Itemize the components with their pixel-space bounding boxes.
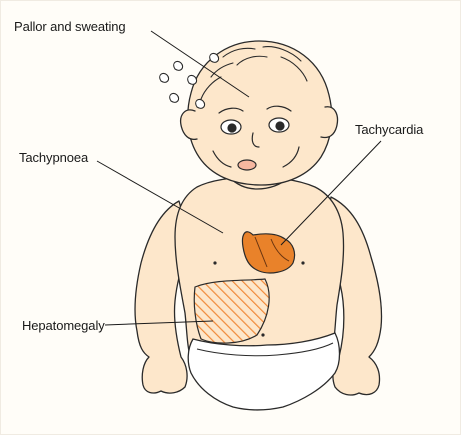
label-tachycardia: Tachycardia [355, 123, 423, 136]
label-tachypnoea: Tachypnoea [19, 151, 88, 164]
label-pallor-and-sweating: Pallor and sweating [14, 20, 126, 33]
label-hepatomegaly: Hepatomegaly [22, 319, 105, 332]
liver-region [194, 279, 269, 343]
